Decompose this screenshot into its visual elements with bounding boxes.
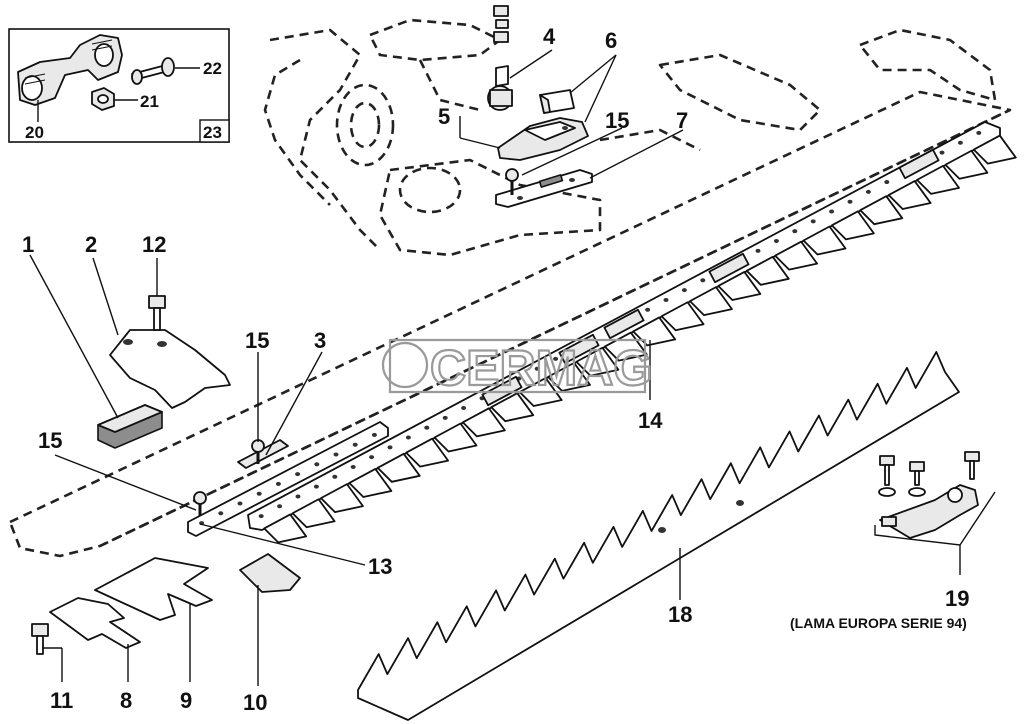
knife-section-assembly bbox=[247, 121, 1017, 544]
bolt-part-15-top bbox=[505, 168, 519, 195]
plate-part-7 bbox=[495, 169, 593, 208]
callout-22: 22 bbox=[203, 59, 222, 78]
inset-bracket-part bbox=[17, 34, 123, 106]
cermag-watermark: CERMAG bbox=[381, 338, 653, 397]
block-part-1 bbox=[97, 404, 163, 449]
pin-part-4 bbox=[487, 65, 513, 111]
guide-part-5 bbox=[497, 117, 589, 161]
series-note: (LAMA EUROPA SERIE 94) bbox=[790, 615, 967, 631]
knife-blade-part-18 bbox=[357, 351, 960, 721]
knife-teeth-row bbox=[263, 134, 1017, 544]
callout-15-mid: 15 bbox=[245, 328, 269, 353]
callout-18: 18 bbox=[668, 602, 692, 627]
callout-15-left: 15 bbox=[38, 428, 62, 453]
inset-nut-part bbox=[91, 87, 115, 111]
top-fastener-stack bbox=[459, 5, 684, 208]
inset-bolt-part bbox=[131, 57, 175, 85]
knife-clips bbox=[481, 148, 940, 407]
callout-14: 14 bbox=[638, 408, 663, 433]
bolt-part-15-left bbox=[193, 491, 207, 516]
callout-13: 13 bbox=[368, 554, 392, 579]
callout-19: 19 bbox=[945, 586, 969, 611]
callout-7: 7 bbox=[676, 108, 688, 133]
callout-1: 1 bbox=[22, 232, 34, 257]
callout-15-top: 15 bbox=[605, 108, 629, 133]
callout-11: 11 bbox=[50, 688, 73, 713]
callout-8: 8 bbox=[120, 688, 132, 713]
callout-labels: 1 2 12 15 3 15 4 6 5 15 7 14 13 18 19 11… bbox=[22, 24, 969, 715]
callout-4: 4 bbox=[543, 24, 556, 49]
clamp-assembly-part-19 bbox=[874, 451, 996, 575]
bracket-part-2 bbox=[109, 329, 231, 409]
plate-part-10 bbox=[239, 553, 301, 593]
guard-part-8 bbox=[49, 597, 141, 649]
watermark-text: CERMAG bbox=[430, 340, 652, 396]
callout-2: 2 bbox=[85, 232, 97, 257]
clip-part-6 bbox=[539, 89, 575, 114]
callout-10: 10 bbox=[243, 690, 267, 715]
guard-part-9 bbox=[94, 557, 213, 621]
callout-9: 9 bbox=[180, 688, 192, 713]
callout-5: 5 bbox=[438, 104, 450, 129]
inset-box: 20 21 22 23 bbox=[8, 28, 230, 143]
plate-part-3 bbox=[237, 439, 289, 469]
small-nut-top bbox=[493, 5, 509, 43]
callout-21: 21 bbox=[140, 92, 159, 111]
bolt-part-11 bbox=[31, 623, 49, 655]
leader-lines bbox=[29, 254, 366, 686]
callout-6: 6 bbox=[605, 28, 617, 53]
callout-3: 3 bbox=[314, 328, 326, 353]
callout-23: 23 bbox=[203, 123, 222, 142]
bolt-part-12 bbox=[148, 295, 166, 331]
callout-12: 12 bbox=[142, 232, 166, 257]
callout-20: 20 bbox=[25, 123, 44, 142]
bar-part-13 bbox=[187, 421, 389, 537]
